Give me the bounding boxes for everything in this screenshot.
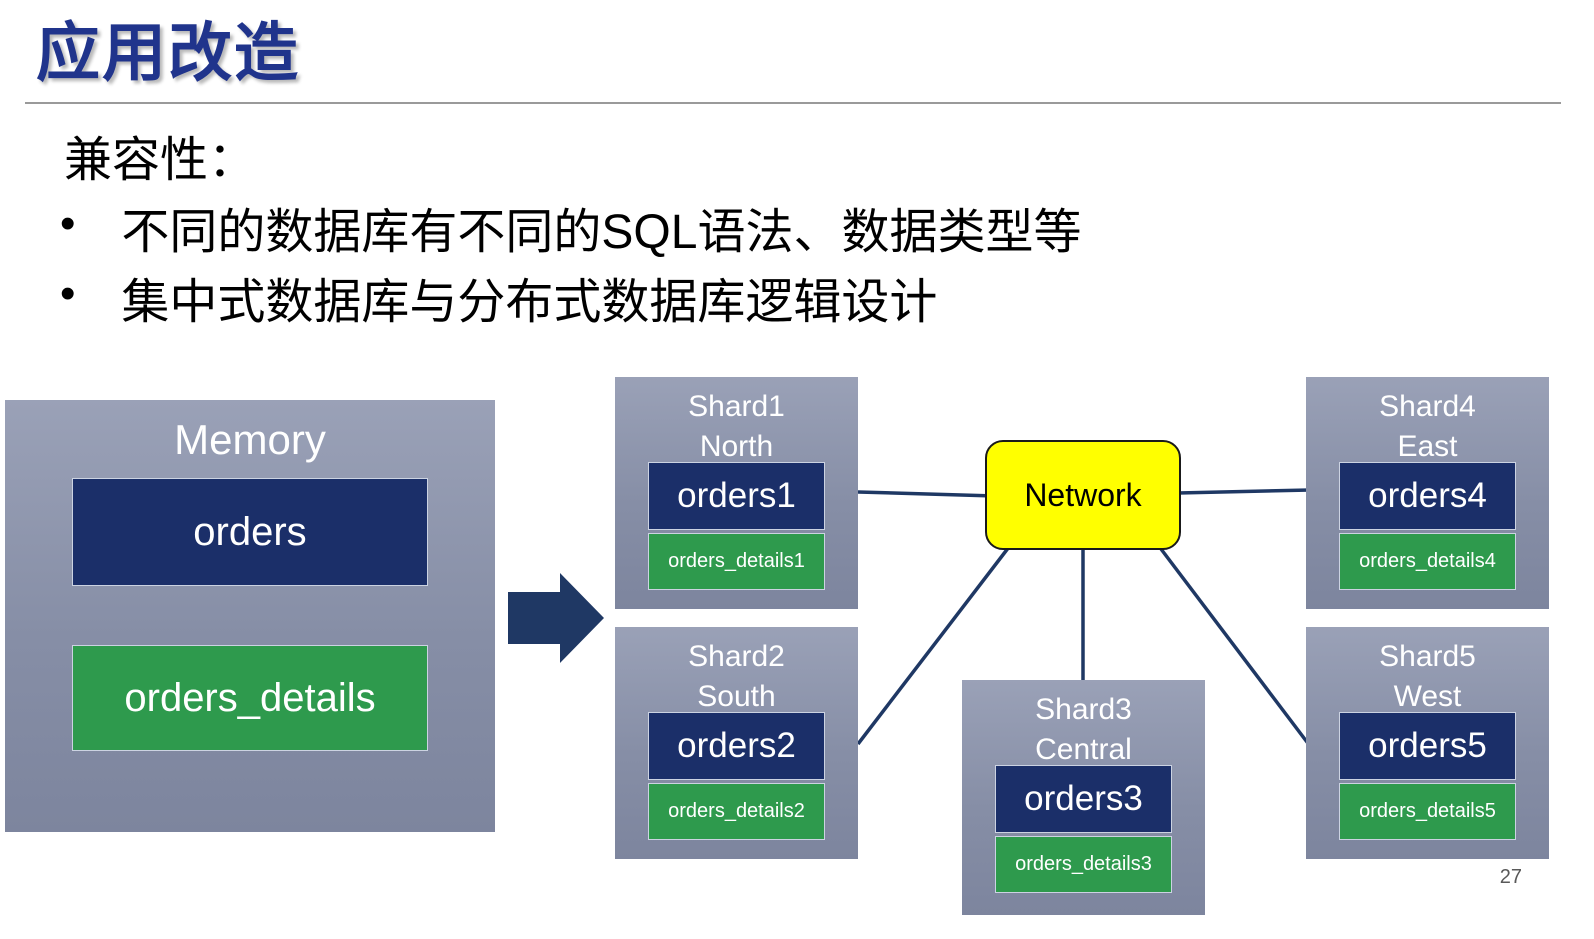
memory-panel: Memory orders orders_details bbox=[5, 400, 495, 832]
network-node: Network bbox=[985, 440, 1181, 550]
shard-title: Shard5 West bbox=[1306, 637, 1549, 716]
bullet-item: • 不同的数据库有不同的SQL语法、数据类型等 bbox=[60, 192, 1081, 262]
shard-region: Central bbox=[1035, 732, 1132, 766]
shard-name: Shard3 bbox=[1035, 693, 1132, 726]
shard-panel-2: Shard2 South orders2 orders_details2 bbox=[615, 627, 858, 859]
bullet-text: 集中式数据库与分布式数据库逻辑设计 bbox=[121, 276, 938, 329]
shard-region: South bbox=[697, 679, 776, 713]
bullet-list: • 不同的数据库有不同的SQL语法、数据类型等 • 集中式数据库与分布式数据库逻… bbox=[60, 192, 1081, 332]
shard-region: West bbox=[1393, 679, 1462, 713]
shard-name: Shard1 bbox=[688, 390, 785, 423]
right-arrow-icon bbox=[508, 573, 604, 663]
orders-table: orders2 bbox=[648, 712, 825, 780]
shard-title: Shard3 Central bbox=[962, 690, 1205, 769]
bullet-item: • 集中式数据库与分布式数据库逻辑设计 bbox=[60, 262, 1081, 332]
title-divider bbox=[25, 102, 1561, 104]
orders-table: orders1 bbox=[648, 462, 825, 530]
memory-label: Memory bbox=[174, 416, 326, 463]
orders-details-table: orders_details3 bbox=[995, 836, 1172, 893]
connector-line bbox=[857, 490, 996, 498]
orders-table: orders bbox=[72, 478, 428, 586]
orders-details-table: orders_details bbox=[72, 645, 428, 751]
shard-panel-5: Shard5 West orders5 orders_details5 bbox=[1306, 627, 1549, 859]
shard-name: Shard5 bbox=[1379, 640, 1476, 673]
shard-panel-1: Shard1 North orders1 orders_details1 bbox=[615, 377, 858, 609]
bullet-dot-icon: • bbox=[60, 269, 76, 318]
shard-panel-3: Shard3 Central orders3 orders_details3 bbox=[962, 680, 1205, 915]
shard-name: Shard4 bbox=[1379, 390, 1476, 423]
orders-table: orders4 bbox=[1339, 462, 1516, 530]
bullet-text: 不同的数据库有不同的SQL语法、数据类型等 bbox=[121, 206, 1082, 259]
orders-details-table: orders_details5 bbox=[1339, 783, 1516, 840]
slide-title: 应用改造 bbox=[36, 17, 300, 89]
shard-title: Shard1 North bbox=[615, 387, 858, 466]
right-arrow-head bbox=[560, 573, 604, 663]
bullet-dot-icon: • bbox=[60, 199, 76, 248]
shard-region: North bbox=[699, 429, 774, 463]
right-arrow-tail bbox=[508, 592, 560, 644]
connector-line bbox=[1177, 488, 1311, 495]
shard-region: East bbox=[1397, 429, 1458, 463]
orders-details-table: orders_details4 bbox=[1339, 533, 1516, 590]
compatibility-heading: 兼容性： bbox=[64, 134, 257, 187]
shard-name: Shard2 bbox=[688, 640, 785, 673]
orders-details-table: orders_details2 bbox=[648, 783, 825, 840]
shard-title: Shard2 South bbox=[615, 637, 858, 716]
shard-panel-4: Shard4 East orders4 orders_details4 bbox=[1306, 377, 1549, 609]
orders-table: orders3 bbox=[995, 765, 1172, 833]
orders-details-table: orders_details1 bbox=[648, 533, 825, 590]
orders-table: orders5 bbox=[1339, 712, 1516, 780]
page-number: 27 bbox=[1499, 866, 1522, 888]
shard-title: Shard4 East bbox=[1306, 387, 1549, 466]
